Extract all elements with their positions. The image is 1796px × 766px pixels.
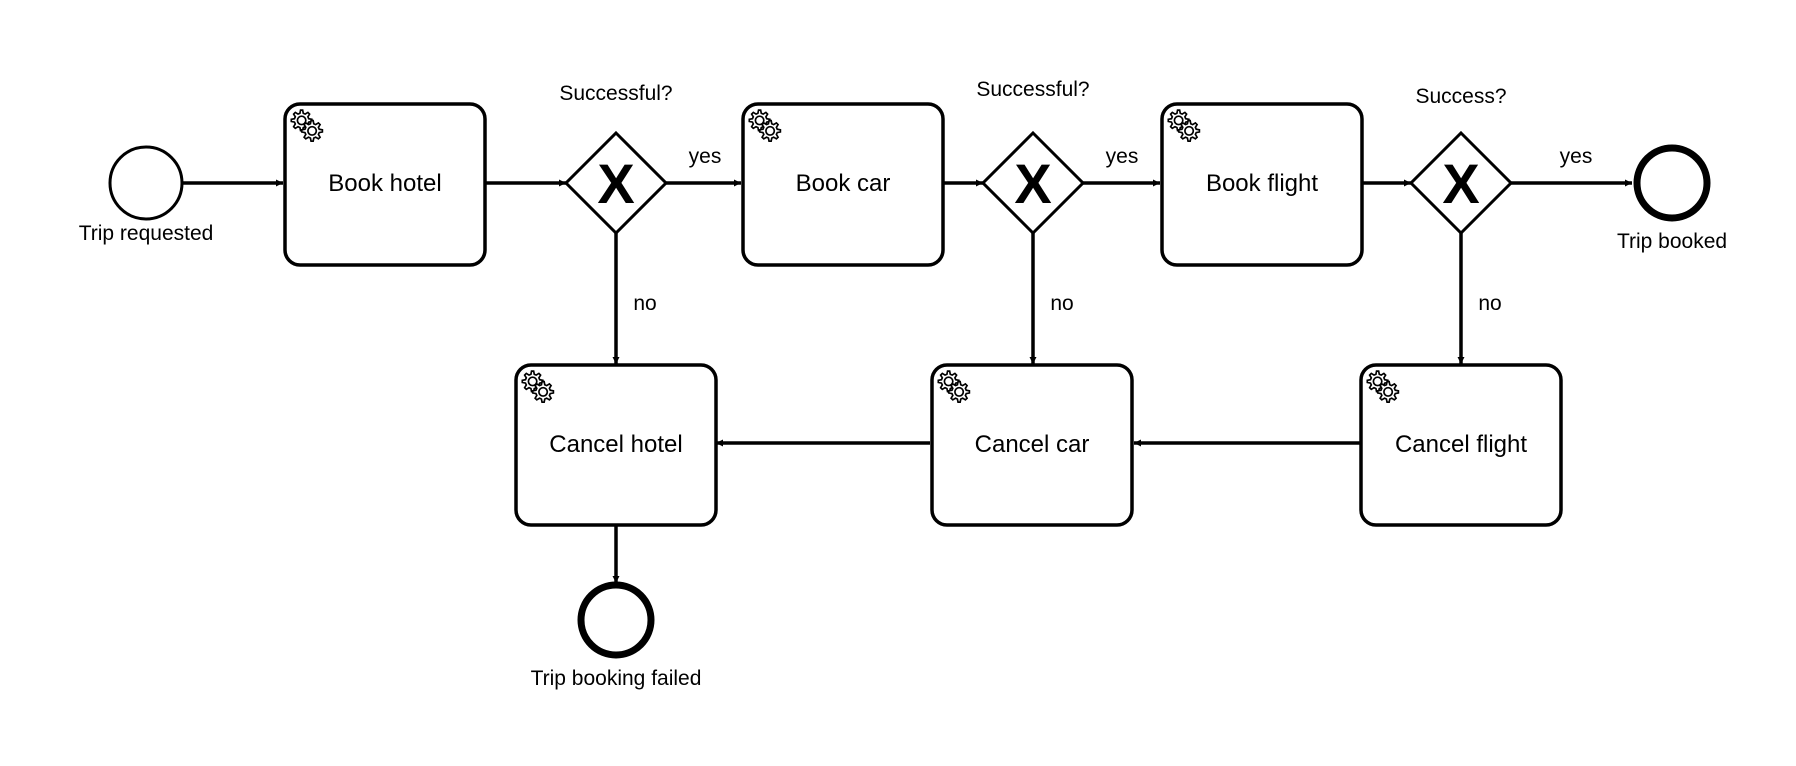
gateway-2[interactable]: X [980, 130, 1086, 236]
end-event-failure[interactable] [577, 581, 655, 659]
task-cancel-hotel-label: Cancel hotel [549, 431, 682, 458]
sequence-flows [183, 179, 1632, 583]
task-book-car-label: Book car [796, 170, 891, 197]
end-event-success-label: Trip booked [1617, 230, 1727, 253]
gateway-2-marker: X [1014, 152, 1051, 215]
gateway-2-no-label: no [1050, 292, 1073, 315]
gateway-1[interactable]: X [563, 130, 669, 236]
gateway-1-yes-label: yes [689, 145, 722, 168]
gateway-1-marker: X [597, 152, 634, 215]
end-event-failure-label: Trip booking failed [531, 667, 702, 690]
task-cancel-hotel[interactable]: Cancel hotel [514, 363, 718, 527]
gateway-3-no-label: no [1478, 292, 1501, 315]
gateway-3-marker: X [1442, 152, 1479, 215]
task-book-flight[interactable]: Book flight [1160, 102, 1364, 267]
gateway-1-no-label: no [633, 292, 656, 315]
gateway-3-question: Success? [1415, 85, 1506, 108]
task-book-hotel[interactable]: Book hotel [283, 102, 487, 267]
end-event-success[interactable] [1633, 144, 1711, 222]
gateway-3-yes-label: yes [1560, 145, 1593, 168]
task-book-car[interactable]: Book car [741, 102, 945, 267]
task-book-flight-label: Book flight [1206, 170, 1318, 197]
task-cancel-flight-label: Cancel flight [1395, 431, 1527, 458]
start-event-label: Trip requested [79, 222, 214, 245]
gateway-3[interactable]: X [1408, 130, 1514, 236]
task-cancel-flight[interactable]: Cancel flight [1359, 363, 1563, 527]
task-book-hotel-label: Book hotel [328, 170, 441, 197]
start-event[interactable] [108, 145, 184, 221]
gateway-1-question: Successful? [559, 82, 672, 105]
gateway-2-yes-label: yes [1106, 145, 1139, 168]
gateway-2-question: Successful? [976, 78, 1089, 101]
task-cancel-car[interactable]: Cancel car [930, 363, 1134, 527]
task-cancel-car-label: Cancel car [975, 431, 1090, 458]
